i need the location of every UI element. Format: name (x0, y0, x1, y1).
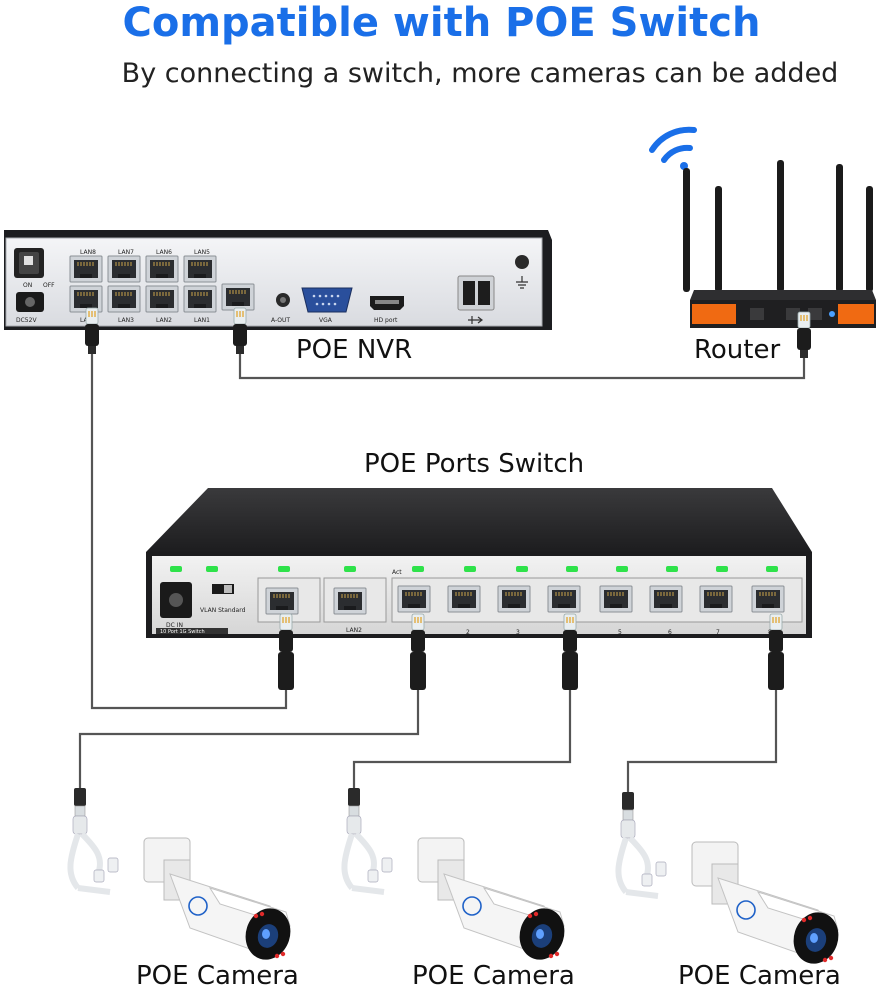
switch-label: POE Ports Switch (364, 449, 585, 479)
nvr-power-label: DC52V (16, 317, 37, 324)
nvr-port-label: LAN2 (156, 317, 172, 324)
page-title: Compatible with POE Switch (122, 0, 761, 46)
poe-camera-3-icon (618, 792, 845, 970)
router-device (649, 126, 876, 328)
poe-camera-1-icon (70, 788, 297, 966)
nvr-port-label: LAN1 (194, 317, 210, 324)
switch-model-label: 10 Port 1G Switch (160, 629, 205, 635)
nvr-hdmi-label: HD port (374, 317, 398, 324)
nvr-cable-plug-icon (84, 307, 100, 355)
nvr-port-label: LAN8 (80, 249, 96, 256)
switch-act-label: Act (392, 569, 402, 576)
nvr-port-label: LAN3 (118, 317, 134, 324)
page-subtitle: By connecting a switch, more cameras can… (121, 58, 839, 89)
switch-port-number: 2 (466, 629, 470, 636)
switch-port-number: 7 (716, 629, 720, 636)
nvr-uplink-plug-icon (232, 307, 248, 355)
wifi-icon (649, 126, 697, 170)
cable-switch-to-camera-2 (352, 690, 572, 790)
nvr-switch-off-label: OFF (43, 282, 55, 289)
vlan-toggle-icon (212, 584, 234, 594)
cable-nvr-to-switch (90, 350, 288, 710)
nvr-label: POE NVR (296, 335, 413, 365)
switch-port-number: 6 (668, 629, 672, 636)
nvr-switch-on-label: ON (23, 282, 32, 289)
poe-camera-2-icon (344, 788, 571, 966)
cables (78, 350, 806, 792)
nvr-port-label: LAN6 (156, 249, 172, 256)
switch-port-number: 3 (516, 629, 520, 636)
nvr-uplink-port-icon (221, 283, 255, 311)
cable-nvr-to-router (238, 350, 806, 380)
cable-switch-to-camera-3 (626, 690, 778, 792)
switch-vlan-label: VLAN Standard (200, 607, 246, 614)
nvr-vga-label: VGA (319, 317, 333, 324)
switch-dc-label: DC IN (166, 622, 183, 629)
ground-screw-icon (515, 255, 529, 269)
vga-port-icon (301, 287, 353, 313)
nvr-aout-label: A-OUT (271, 317, 290, 324)
nvr-port-label: LAN7 (118, 249, 134, 256)
router-cable-plug-icon (796, 311, 812, 359)
camera-1-label: POE Camera (136, 961, 299, 991)
camera-2-label: POE Camera (412, 961, 575, 991)
switch-leds (170, 566, 778, 572)
switch-device: DC IN 10 Port 1G Switch VLAN Standard LA… (146, 488, 812, 638)
nvr-port-labels-top: LAN8 LAN7 LAN6 LAN5 (80, 249, 210, 256)
switch-lan2-label: LAN2 (346, 627, 362, 634)
switch-port-number: 5 (618, 629, 622, 636)
cable-switch-to-camera-1 (78, 690, 420, 790)
router-label: Router (694, 335, 781, 365)
nvr-port-label: LAN5 (194, 249, 210, 256)
camera-3-label: POE Camera (678, 961, 841, 991)
